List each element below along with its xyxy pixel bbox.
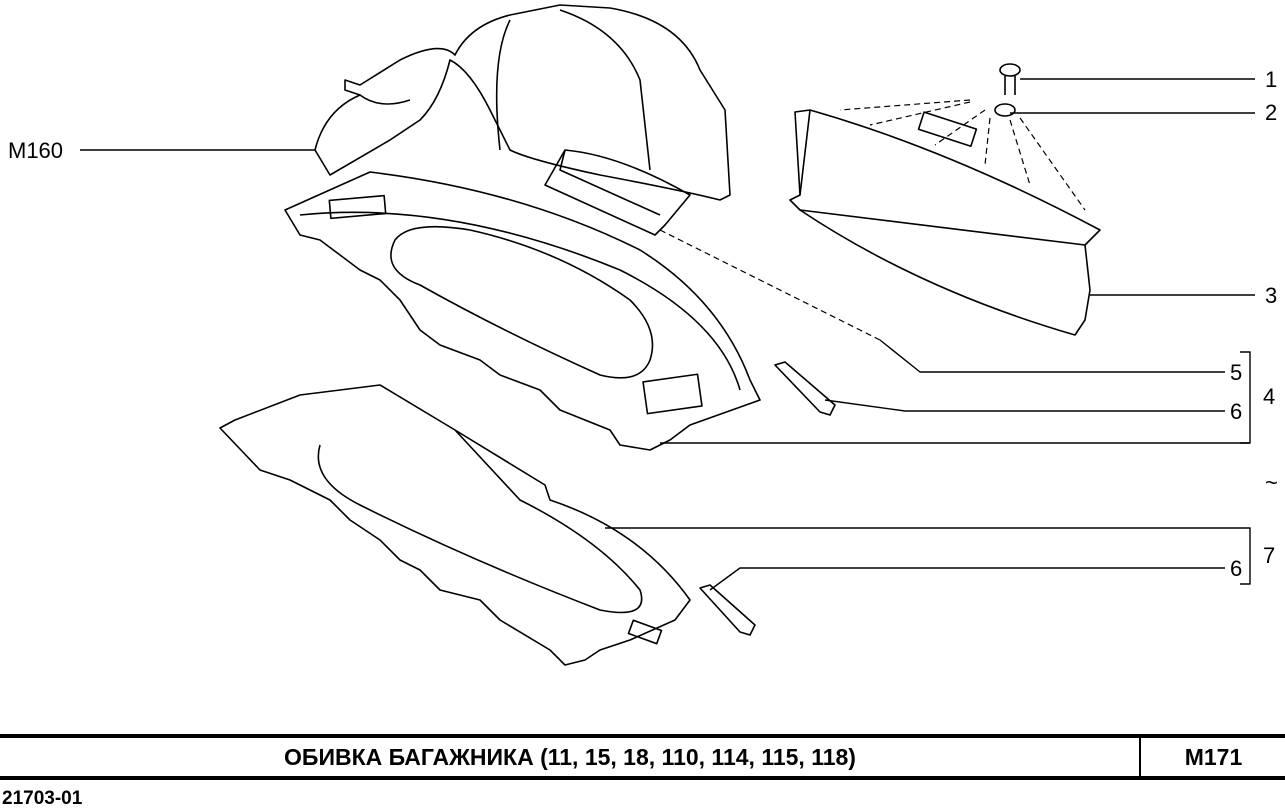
- callout-m160: M160: [8, 138, 64, 163]
- callout-1: 1: [1265, 67, 1278, 92]
- fastener-leader-lines: [659, 99, 1086, 341]
- seal-part-6-upper: [774, 361, 836, 416]
- callout-3: 3: [1265, 283, 1278, 308]
- parcel-shelf-part-7: [219, 384, 691, 666]
- callout-5: 5: [1230, 360, 1243, 385]
- trunk-side-trim: [314, 4, 731, 201]
- drawing-number: 21703-01: [2, 788, 83, 809]
- drawing-title: ОБИВКА БАГАЖНИКА (11, 15, 18, 110, 114, …: [284, 744, 856, 770]
- drawing-code: M171: [1184, 744, 1243, 770]
- callout-6-lower: 6: [1230, 556, 1243, 581]
- rear-panel-trim-part-3: [789, 109, 1101, 336]
- callout-4: 4: [1263, 384, 1276, 409]
- title-block-frame: [0, 734, 1285, 780]
- washer-part-2: [994, 103, 1016, 117]
- tilde-mark: ~: [1265, 470, 1278, 495]
- callout-6-upper: 6: [1230, 399, 1243, 424]
- callout-leaders: [80, 78, 1255, 591]
- callout-2: 2: [1265, 100, 1278, 125]
- parcel-shelf-part-4: [284, 171, 761, 451]
- screw-part-1: [999, 63, 1021, 95]
- callout-7: 7: [1263, 543, 1276, 568]
- seal-part-6-lower: [699, 584, 756, 636]
- stop-lamp-housing-part-5: [544, 149, 691, 236]
